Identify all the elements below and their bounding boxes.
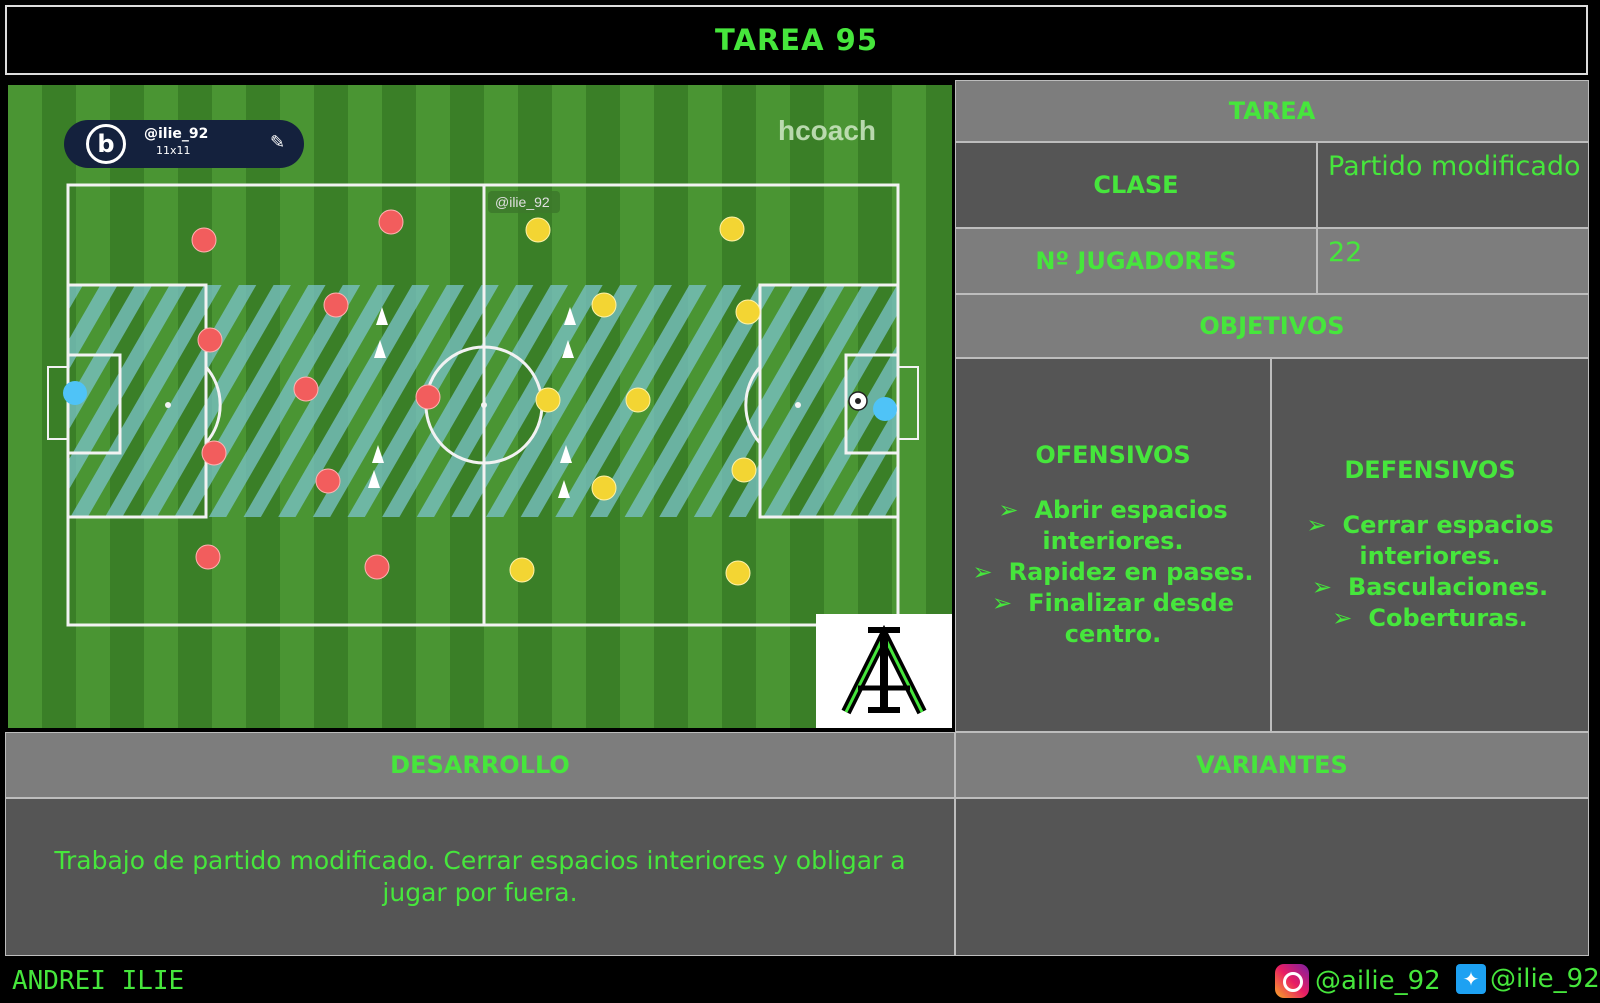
goalkeeper-right (873, 397, 897, 421)
arrow-bullet-icon: ➢ (972, 557, 993, 586)
edit-icon: ✎ (270, 132, 286, 153)
player-red (191, 227, 217, 253)
spots (165, 402, 801, 408)
objetivos-label: OBJETIVOS (1199, 312, 1345, 340)
arrow-bullet-icon: ➢ (1306, 511, 1327, 539)
ball-icon (848, 391, 868, 411)
arrow-bullet-icon: ➢ (1332, 604, 1353, 632)
defensivos-title: DEFENSIVOS (1344, 456, 1516, 484)
list-item: ➢ Rapidez en pases. (956, 557, 1270, 588)
tarea-header: TAREA (955, 80, 1589, 142)
header-bar: TAREA 95 (5, 5, 1588, 75)
footer: ANDREI ILIE @ailie_92 ✦ @ilie_92 (0, 958, 1600, 1003)
desarrollo-text: Trabajo de partido modificado. Cerrar es… (54, 846, 906, 907)
desarrollo-label: DESARROLLO (390, 751, 570, 779)
list-item: ➢ Coberturas. (1272, 603, 1588, 634)
list-item-text: Basculaciones. (1347, 573, 1549, 601)
list-item: ➢ Finalizar desde centro. (956, 588, 1270, 650)
arrow-bullet-icon: ➢ (998, 495, 1019, 524)
cone (558, 480, 570, 498)
twitter-link[interactable]: ✦ @ilie_92 (1456, 964, 1600, 994)
defensivos-list: ➢ Cerrar espacios interiores. ➢ Basculacio… (1272, 510, 1588, 634)
jugadores-label-cell: Nº JUGADORES (955, 228, 1317, 294)
ofensivos-list: ➢Abrir espacios interiores. ➢Rapidez en … (956, 495, 1270, 650)
player-yellow (591, 475, 617, 501)
variantes-label: VARIANTES (1196, 751, 1348, 779)
jugadores-label: Nº JUGADORES (1035, 247, 1237, 275)
player-yellow (625, 387, 651, 413)
list-item: ➢ Cerrar espacios interiores. (1272, 510, 1588, 572)
list-item-text: Rapidez en pases. (1008, 557, 1254, 586)
player-yellow (725, 560, 751, 586)
player-yellow (591, 292, 617, 318)
tarea-label: TAREA (1228, 97, 1316, 125)
team-yellow (509, 216, 761, 586)
list-item: ➢ Abrir espacios interiores. (956, 495, 1270, 557)
variantes-header: VARIANTES (955, 732, 1589, 798)
player-yellow (509, 557, 535, 583)
ofensivos-panel: OFENSIVOS ➢Abrir espacios interiores. ➢R… (955, 358, 1271, 732)
instagram-icon (1275, 964, 1309, 998)
jugadores-value-cell: 22 (1317, 228, 1589, 294)
list-item: ➢ Basculaciones. (1272, 572, 1588, 603)
badge-format: 11x11 (156, 144, 191, 157)
goalkeeper-left (63, 381, 87, 405)
user-badge: b @ilie_92 11x11 ✎ (64, 120, 304, 168)
defensivos-panel: DEFENSIVOS ➢ Cerrar espacios interiores. … (1271, 358, 1589, 732)
cone (374, 340, 386, 358)
player-red (415, 384, 441, 410)
ofensivos-title: OFENSIVOS (1035, 440, 1191, 469)
pitch-svg: @ilie_92 hcoach (8, 85, 952, 728)
logo-mark-icon (841, 624, 927, 715)
player-yellow (731, 457, 757, 483)
cone (372, 445, 384, 463)
player-red (378, 209, 404, 235)
clase-label-cell: CLASE (955, 142, 1317, 228)
player-red (364, 554, 390, 580)
player-red (323, 292, 349, 318)
list-item-text: Coberturas. (1368, 604, 1528, 632)
list-item-text: Finalizar desde centro. (1028, 588, 1235, 648)
author-logo (816, 614, 952, 728)
player-red (201, 440, 227, 466)
clase-value-cell: Partido modificado (1317, 142, 1589, 228)
pitch-diagram: @ilie_92 hcoach b @ilie_92 11x11 ✎ (8, 85, 952, 728)
list-item-text: Cerrar espacios interiores. (1342, 511, 1554, 570)
hcoach-watermark: hcoach (778, 115, 876, 146)
player-yellow (535, 387, 561, 413)
desarrollo-body: Trabajo de partido modificado. Cerrar es… (5, 798, 955, 956)
cone (368, 470, 380, 488)
instagram-link[interactable]: @ailie_92 (1275, 964, 1441, 998)
arrow-bullet-icon: ➢ (991, 588, 1013, 617)
desarrollo-header: DESARROLLO (5, 732, 955, 798)
variantes-body (955, 798, 1589, 956)
cone (564, 307, 576, 325)
cones (368, 307, 576, 498)
instagram-handle: @ailie_92 (1315, 966, 1441, 996)
player-yellow (719, 216, 745, 242)
cone (376, 307, 388, 325)
list-item-text: Abrir espacios interiores. (1034, 495, 1228, 555)
clase-label: CLASE (1093, 171, 1179, 199)
twitter-icon: ✦ (1456, 964, 1486, 994)
page-title: TAREA 95 (714, 23, 878, 57)
jugadores-value: 22 (1328, 237, 1363, 268)
twitter-handle: @ilie_92 (1490, 964, 1600, 994)
player-red (197, 327, 223, 353)
cone (562, 340, 574, 358)
player-red (195, 544, 221, 570)
badge-username: @ilie_92 (144, 126, 209, 142)
player-yellow (525, 217, 551, 243)
arrow-bullet-icon: ➢ (1311, 573, 1332, 601)
objetivos-header: OBJETIVOS (955, 294, 1589, 358)
player-red (293, 376, 319, 402)
author-name: ANDREI ILIE (12, 966, 185, 996)
player-red (315, 468, 341, 494)
player-yellow (735, 299, 761, 325)
avatar-icon: b (86, 124, 126, 164)
team-red (191, 209, 441, 580)
cone (560, 445, 572, 463)
clase-value: Partido modificado (1328, 151, 1581, 182)
center-tag: @ilie_92 (495, 194, 550, 210)
